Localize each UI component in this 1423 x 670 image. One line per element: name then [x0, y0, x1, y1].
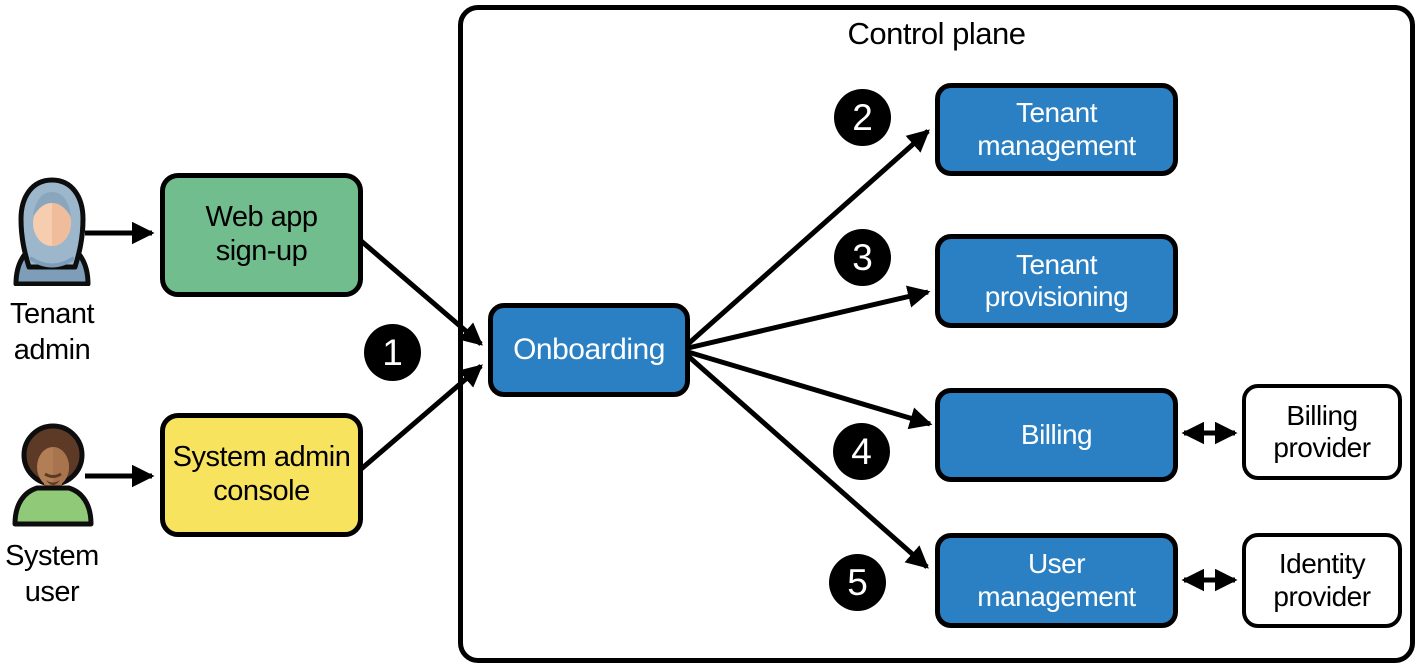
hijab-fold — [33, 192, 71, 217]
user-management-line1: User — [1027, 548, 1086, 580]
system-user-label-line2: user — [24, 576, 80, 608]
person-hijab-icon — [13, 177, 91, 286]
person-afro-icon — [12, 423, 94, 527]
tenant-management-node: Tenant management — [935, 83, 1178, 176]
web-app-signup-line1: Web app — [205, 201, 318, 234]
tenant-provisioning-line2: provisioning — [984, 281, 1129, 312]
step-badge-5: 5 — [829, 554, 886, 611]
identity-provider-line1: Identity — [1278, 548, 1366, 580]
billing-provider-node: Billing provider — [1242, 384, 1402, 480]
billing-provider-line1: Billing — [1286, 399, 1358, 431]
billing-node: Billing — [935, 388, 1178, 482]
step-badge-1: 1 — [364, 324, 421, 381]
tenant-admin-label-line2: admin — [13, 334, 91, 366]
onboarding-label: Onboarding — [513, 332, 665, 366]
goatee — [46, 480, 60, 485]
tenant-admin-label: Tenant admin — [0, 296, 106, 368]
step-badge-2: 2 — [834, 89, 891, 146]
system-admin-console-node: System admin console — [160, 413, 363, 537]
hijab-drape — [28, 256, 76, 268]
tenant-provisioning-node: Tenant provisioning — [935, 234, 1178, 328]
system-user-label-line1: System — [5, 540, 99, 572]
face-shade — [52, 200, 71, 246]
onboarding-node: Onboarding — [488, 303, 690, 397]
user-management-node: User management — [935, 533, 1178, 628]
step-badge-3: 3 — [834, 229, 891, 286]
mustache — [44, 472, 62, 478]
tenant-management-line2: management — [977, 129, 1136, 161]
billing-line1: Billing — [1020, 418, 1093, 450]
step-badge-4: 4 — [833, 423, 890, 480]
tenant-admin-label-line1: Tenant — [9, 298, 95, 330]
tenant-provisioning-line1: Tenant — [1015, 248, 1098, 280]
control-plane-title: Control plane — [847, 16, 1026, 51]
actor-shoulders — [12, 485, 94, 527]
identity-provider-node: Identity provider — [1242, 533, 1402, 628]
identity-provider-line2: provider — [1273, 580, 1371, 612]
web-app-signup-line2: sign-up — [215, 235, 308, 267]
web-app-signup-node: Web app sign-up — [160, 173, 363, 297]
tenant-management-line1: Tenant — [1015, 97, 1098, 129]
system-admin-console-line1: System admin — [172, 441, 351, 474]
billing-provider-line2: provider — [1273, 432, 1371, 463]
user-management-line2: management — [977, 580, 1136, 612]
system-user-label: System user — [0, 538, 106, 610]
system-admin-console-line2: console — [213, 475, 310, 507]
